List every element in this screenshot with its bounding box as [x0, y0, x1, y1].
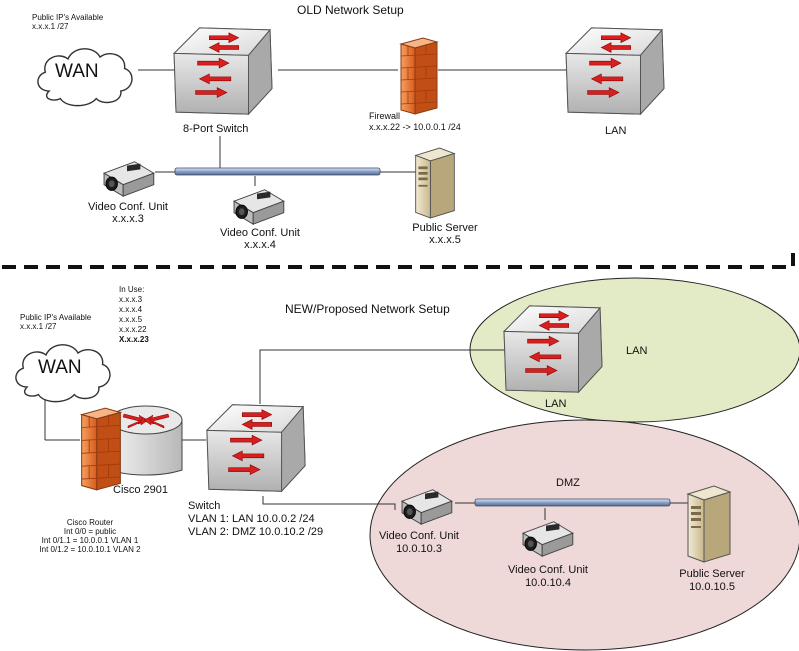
old-firewall-label: Firewall: [369, 111, 401, 121]
in-use-item: x.x.x.3: [119, 295, 143, 304]
old-links: [138, 69, 566, 186]
in-use-item: x.x.x.5: [119, 315, 143, 324]
in-use-item: X.x.x.23: [119, 335, 149, 344]
old-switch-label: 8-Port Switch: [183, 123, 249, 135]
old-video-conf-unit-2-icon: [233, 189, 285, 225]
new-switch-label: Switch: [188, 500, 221, 512]
old-network: [37, 27, 665, 225]
dmz-vcu1-ip: 10.0.10.3: [396, 543, 442, 555]
vlan2-label: VLAN 2: DMZ 10.0.10.2 /29: [188, 526, 324, 538]
old-lan-switch-icon: [565, 27, 665, 115]
lan-switch-label: LAN: [545, 398, 567, 410]
dmz-label: DMZ: [556, 477, 580, 489]
old-8-port-switch-icon: [173, 27, 273, 115]
new-switch-icon: [206, 404, 306, 492]
old-vcu1-name: Video Conf. Unit: [88, 201, 168, 213]
old-public-server-icon: [415, 147, 455, 219]
new-links: [44, 349, 692, 520]
lan-switch-icon: [503, 305, 603, 393]
router-config-line: Int 0/0 = public: [63, 527, 117, 536]
in-use-label: In Use:: [119, 285, 145, 294]
dmz-vcu2-ip: 10.0.10.4: [525, 577, 571, 589]
new-network: [15, 277, 799, 651]
dmz-public-server-icon: [687, 485, 731, 563]
old-server-name: Public Server: [412, 222, 478, 234]
cisco-firewall-icon: [81, 407, 121, 491]
old-vcu2-ip: x.x.x.4: [244, 239, 276, 251]
dmz-vcu1-name: Video Conf. Unit: [379, 530, 459, 542]
old-video-conf-unit-1-icon: [103, 161, 155, 197]
old-vcu1-ip: x.x.x.3: [112, 213, 144, 225]
old-public-ips-value: x.x.x.1 /27: [32, 22, 69, 31]
old-firewall-icon: [400, 37, 438, 115]
in-use-item: x.x.x.4: [119, 305, 143, 314]
section-divider: [2, 253, 795, 269]
router-config-line: Int 0/1.1 = 10.0.0.1 VLAN 1: [41, 536, 139, 545]
cisco-router-icon: [109, 405, 183, 476]
old-public-ips-label: Public IP's Available: [32, 13, 104, 22]
old-ethernet-bus: [174, 167, 381, 176]
dmz-zone: [369, 419, 799, 651]
router-label: Cisco 2901: [113, 484, 169, 496]
dmz-server-ip: 10.0.10.5: [689, 581, 735, 593]
vlan1-label: VLAN 1: LAN 10.0.0.2 /24: [188, 513, 315, 525]
new-title: NEW/Proposed Network Setup: [285, 302, 450, 316]
router-config-title: Cisco Router: [66, 518, 114, 527]
old-vcu2-name: Video Conf. Unit: [220, 227, 300, 239]
dmz-server-name: Public Server: [679, 568, 745, 580]
old-wan-label: WAN: [55, 61, 99, 82]
old-firewall-nat: x.x.x.22 -> 10.0.0.1 /24: [369, 122, 461, 132]
old-lan-label: LAN: [605, 125, 627, 137]
old-title: OLD Network Setup: [297, 3, 404, 17]
new-public-ips-value: x.x.x.1 /27: [20, 322, 57, 331]
old-server-ip: x.x.x.5: [429, 234, 461, 246]
in-use-item: x.x.x.22: [119, 325, 147, 334]
dmz-ethernet-bus: [474, 498, 671, 507]
lan-zone-label: LAN: [626, 345, 648, 357]
new-wan-label: WAN: [38, 357, 82, 378]
router-config-line: Int 0/1.2 = 10.0.10.1 VLAN 2: [39, 545, 141, 554]
new-public-ips-label: Public IP's Available: [20, 313, 92, 322]
dmz-vcu2-name: Video Conf. Unit: [508, 564, 588, 576]
